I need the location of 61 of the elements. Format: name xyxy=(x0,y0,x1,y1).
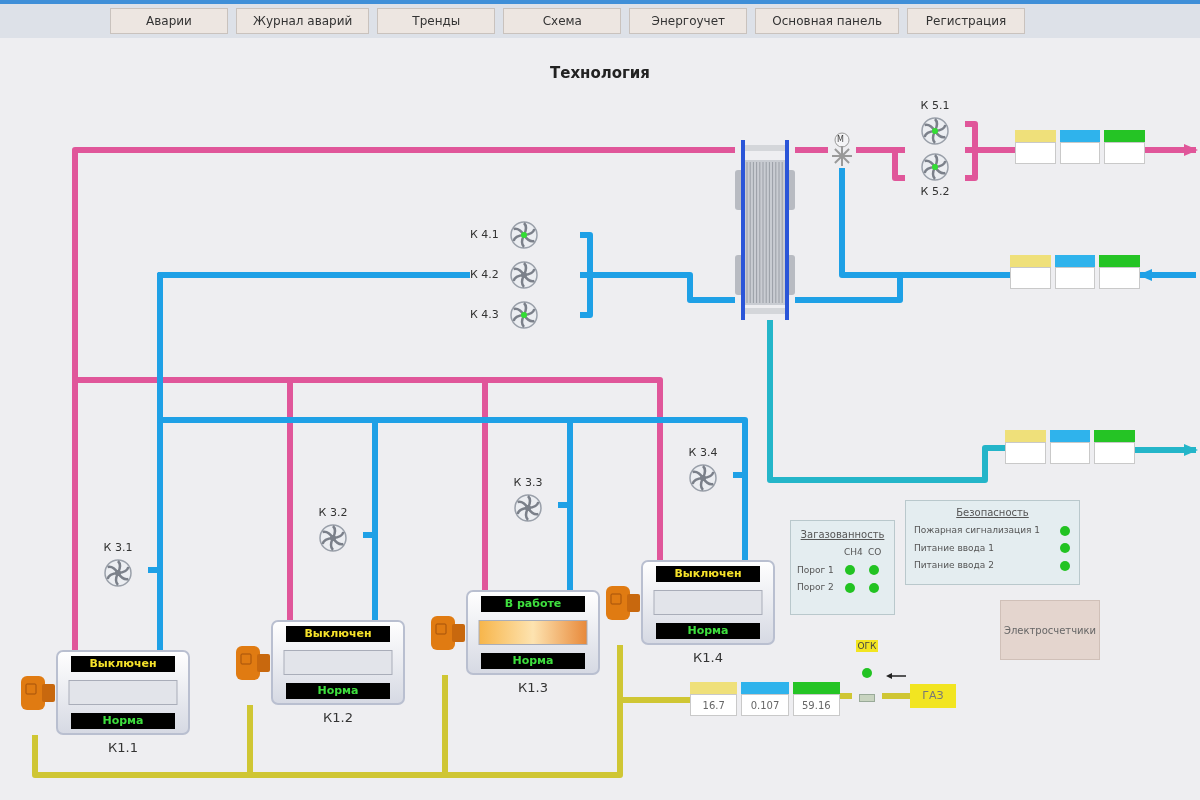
row-label: Пожарная сигнализация 1 xyxy=(914,524,1041,537)
row-label: Питание ввода 1 xyxy=(914,541,994,555)
tab-button: Схема xyxy=(503,8,622,34)
gas-tag: ГАЗ xyxy=(910,684,956,708)
pipe xyxy=(856,147,905,181)
tab-button: Журнал аварий xyxy=(236,8,370,34)
pipe xyxy=(767,320,1005,483)
status-display: Норма xyxy=(71,713,175,729)
panel-title: Безопасность xyxy=(955,506,1030,520)
column-header: СН4 xyxy=(844,546,864,559)
equipment-label: К1.3 xyxy=(517,679,549,697)
pipe xyxy=(1138,269,1196,281)
pipe xyxy=(795,147,828,153)
status-display: Норма xyxy=(481,653,585,669)
equipment-label: К1.2 xyxy=(322,709,354,727)
pipe xyxy=(965,121,978,181)
status-display: Выключен xyxy=(286,626,390,642)
pump-label: К 3.1 xyxy=(103,540,133,556)
safety-panel xyxy=(905,500,1080,585)
equipment-label: К1.1 xyxy=(107,739,139,757)
pipe xyxy=(1135,444,1198,456)
status-display: Норма xyxy=(656,623,760,639)
column-header: СО xyxy=(868,546,883,559)
pump-label: К 5.1 xyxy=(920,98,950,114)
page-title: Технология xyxy=(549,63,651,84)
pipe xyxy=(882,693,910,699)
value-cell: 0.107 xyxy=(741,694,789,716)
value-cell: 16.7 xyxy=(690,694,738,716)
valve-tag: ОГК xyxy=(855,640,879,652)
equipment-label: К1.4 xyxy=(692,649,724,667)
gas-alarm-panel xyxy=(790,520,895,615)
row-label: Питание ввода 2 xyxy=(914,559,994,572)
value-cell: 59.16 xyxy=(792,694,840,716)
panel-title: Загазованность xyxy=(799,528,886,542)
tab-button: Тренды xyxy=(377,8,496,34)
tab-button: Энергоучет xyxy=(629,8,748,34)
pipe xyxy=(482,377,663,590)
row-label: Порог 2 xyxy=(797,581,835,594)
pipe xyxy=(580,272,735,303)
pump-label: К 4.2 xyxy=(470,267,499,283)
pump-label: К 5.2 xyxy=(920,184,950,200)
row-label: Порог 1 xyxy=(797,563,835,577)
valve-label: M xyxy=(837,134,844,146)
pump-label: К 4.1 xyxy=(470,227,499,243)
pipe xyxy=(580,232,593,318)
status-display: В работе xyxy=(481,596,585,612)
pipe xyxy=(32,705,253,778)
electric-meter-button: Электросчетчики xyxy=(1000,600,1100,660)
tab-button: Регистрация xyxy=(907,8,1026,34)
pump-label: К 4.3 xyxy=(470,307,499,323)
status-display: Выключен xyxy=(656,566,760,582)
pump-label: К 3.2 xyxy=(318,505,348,521)
pipe xyxy=(1145,144,1198,156)
tab-button: Основная панель xyxy=(755,8,900,34)
status-display: Норма xyxy=(286,683,390,699)
status-display: Выключен xyxy=(71,656,175,672)
pump-label: К 3.3 xyxy=(513,475,543,491)
pump-label: К 3.4 xyxy=(688,445,718,461)
tab-button: Аварии xyxy=(110,8,228,34)
pipe xyxy=(965,147,1015,153)
pipe xyxy=(840,693,852,699)
